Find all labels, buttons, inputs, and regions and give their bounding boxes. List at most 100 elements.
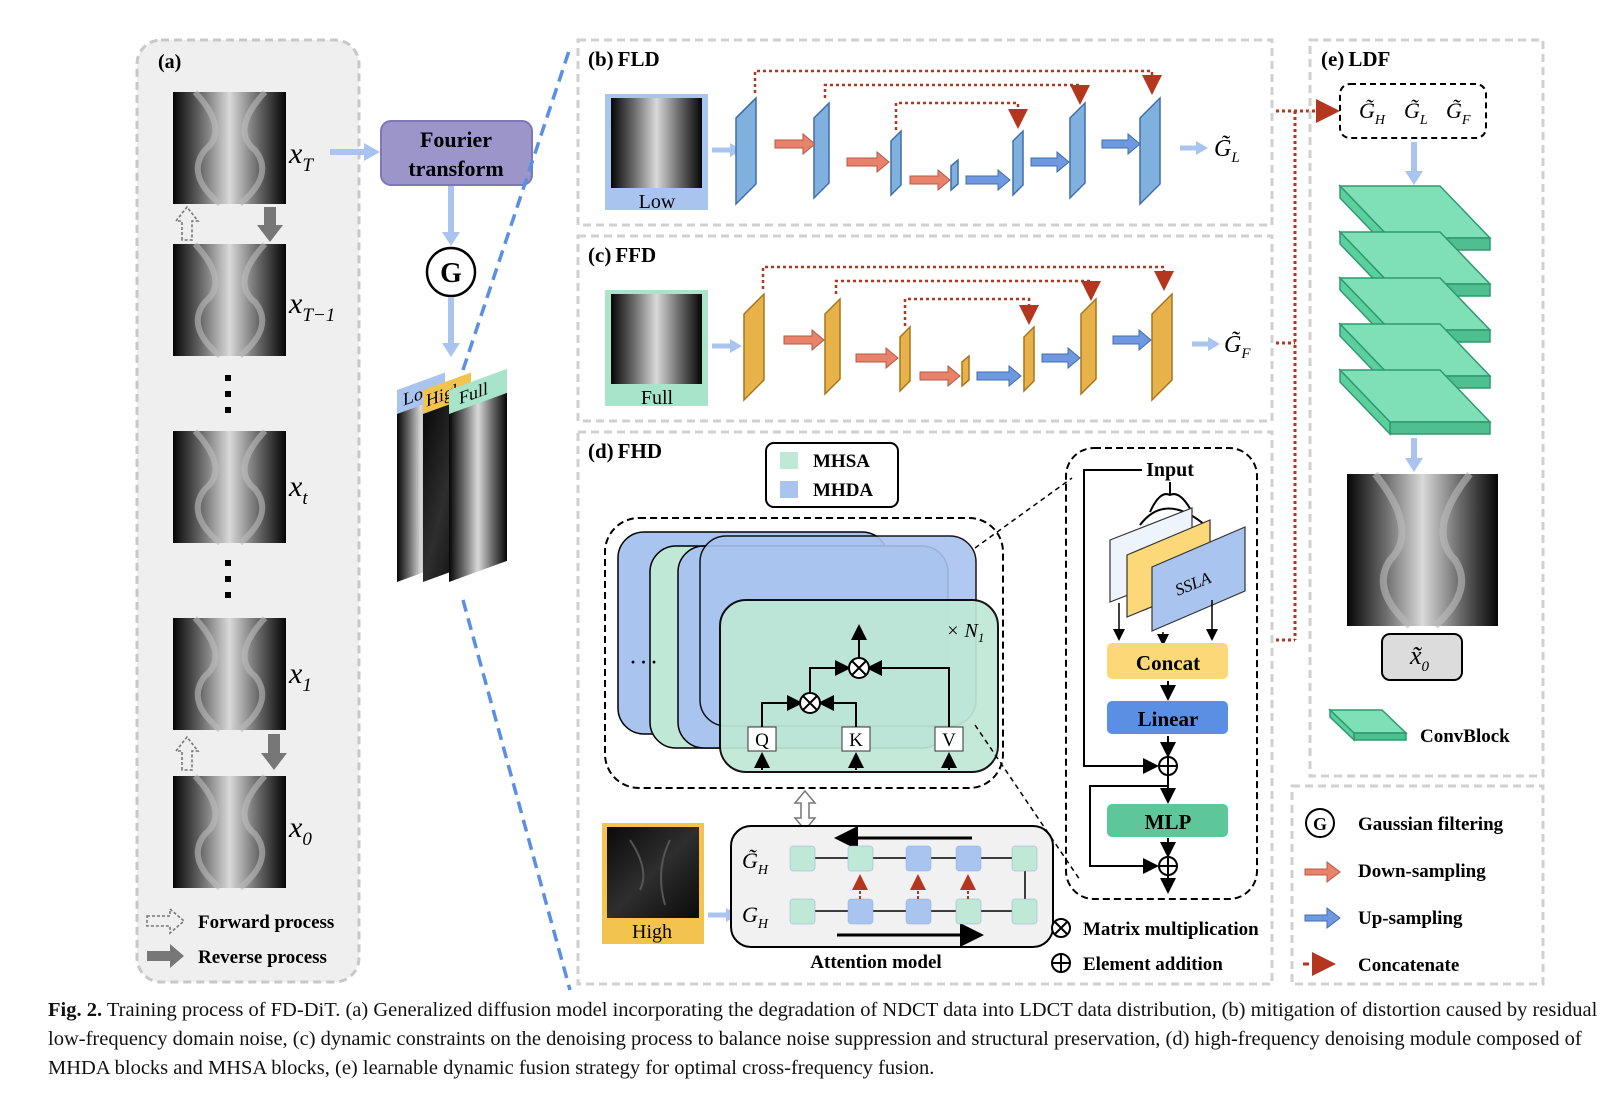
panel-d-label: (d)FHD [588, 439, 662, 463]
svg-text:G̃H: G̃H [1359, 98, 1386, 128]
fld-output-label: G̃L [1214, 135, 1240, 166]
ldf-input-box: G̃H G̃L G̃F [1339, 83, 1487, 139]
concatenate-legend-label: Concatenate [1358, 955, 1459, 976]
attention-model-label: Attention model [810, 952, 941, 973]
fld-encoder-decoder-layers [735, 96, 1161, 206]
fourier-label-line2: transform [408, 156, 503, 181]
bidirectional-arrow [793, 789, 817, 832]
gaussian-legend-icon: G [1305, 808, 1335, 838]
panel-e-label: (e)LDF [1321, 47, 1390, 71]
reverse-process-legend-label: Reverse process [198, 947, 327, 968]
zoom-line-top [461, 47, 572, 371]
reverse-arrow-lower [261, 734, 287, 770]
high-input-label: High [632, 921, 672, 943]
matmul-symbol-outer [848, 657, 870, 679]
caption-lead: Fig. 2. [48, 999, 103, 1021]
ct-image-xT [173, 89, 286, 207]
label-x0: x0 [288, 811, 312, 850]
ffd-input-image: Full [605, 290, 708, 409]
down-sampling-legend-label: Down-sampling [1358, 861, 1486, 882]
svg-text:G: G [1313, 814, 1327, 834]
mlp-box-label: MLP [1145, 810, 1192, 834]
high-frequency-input-image: High [602, 823, 704, 944]
linear-box-label: Linear [1138, 707, 1199, 731]
ffd-up-arrows [976, 328, 1152, 388]
label-xT-1: xT−1 [288, 287, 335, 326]
forward-process-legend-icon [146, 907, 186, 935]
up-sampling-legend-icon [1304, 906, 1341, 930]
up-sampling-legend-label: Up-sampling [1358, 908, 1463, 929]
svg-text:V: V [942, 730, 956, 751]
symbol-legend: G Gaussian filtering Down-sampling Up-sa… [1290, 784, 1545, 986]
v-box: V [934, 726, 964, 752]
legend-mhsa-label: MHSA [813, 451, 870, 472]
block-input-label: Input [1146, 459, 1194, 481]
panel-e-ldf: (e)LDF G̃H G̃L G̃F [1308, 38, 1545, 778]
svg-text:G: G [440, 258, 462, 289]
ffd-output-label: G̃F [1224, 331, 1251, 362]
panel-a: (a) xT xT−1 xt x1 [135, 38, 361, 984]
ldf-output-image [1347, 471, 1498, 629]
gh-tilde-label: G̃H [742, 848, 769, 878]
ellipsis-dots-lower [225, 560, 231, 598]
q-box: Q [747, 726, 777, 752]
add-legend: Element addition [1051, 953, 1223, 975]
reverse-process-legend-icon [147, 944, 184, 968]
fld-input-image: Low [605, 94, 708, 213]
panel-c-ffd: (c)FFD Full [576, 234, 1274, 423]
frequency-bands-stack: Low High Full [397, 368, 507, 582]
fld-down-arrows [774, 132, 951, 192]
zoom-line-bottom [461, 599, 572, 991]
fusion-connections [1276, 99, 1340, 642]
fhd-block-legend: MHSA MHDA [765, 442, 899, 508]
convblock-legend: ConvBlock [1328, 708, 1510, 747]
svg-text:K: K [849, 730, 863, 751]
ct-image-x0 [173, 773, 286, 891]
figure-caption: Fig. 2. Training process of FD-DiT. (a) … [48, 996, 1603, 1083]
transformer-block-detail: Input SSLA Concat Linear [1065, 447, 1258, 900]
fld-up-arrows [965, 132, 1141, 192]
forward-process-legend-label: Forward process [198, 912, 334, 933]
ffd-down-arrows [783, 328, 961, 388]
caption-text: Training process of FD-DiT. (a) Generali… [48, 999, 1598, 1079]
add-legend-label: Element addition [1083, 954, 1223, 975]
reverse-arrow-upper [257, 207, 283, 242]
panel-a-label: (a) [158, 51, 181, 73]
ffd-encoder-decoder-layers [743, 292, 1173, 402]
fourier-label-line1: Fourier [420, 127, 492, 152]
panel-d-fhd: (d)FHD MHSA MHDA · · · × N1 Q [576, 430, 1274, 986]
forward-arrow-upper [174, 205, 200, 241]
ct-image-xT-1 [173, 241, 286, 359]
concat-box-label: Concat [1136, 651, 1200, 675]
matmul-legend-label: Matrix multiplication [1083, 919, 1259, 940]
svg-text:G̃L: G̃L [1404, 98, 1428, 128]
svg-text:G̃F: G̃F [1446, 98, 1471, 128]
matmul-legend: Matrix multiplication [1051, 918, 1259, 940]
fourier-transform-box: Fourier transform [380, 120, 533, 186]
ct-image-x1 [173, 615, 286, 733]
convblock-legend-label: ConvBlock [1420, 726, 1510, 747]
forward-arrow-lower [174, 735, 200, 771]
fld-skip-connections [753, 69, 1162, 130]
label-x1: x1 [288, 657, 312, 696]
svg-text:· · ·: · · · [630, 652, 657, 672]
stack-multiplier-label: × N1 [946, 620, 984, 645]
panel-c-label: (c)FFD [588, 243, 656, 267]
label-xt: xt [288, 470, 308, 509]
ct-image-xt [173, 428, 286, 546]
ffd-skip-connections [761, 265, 1174, 326]
ellipsis-dots-upper [225, 375, 231, 413]
ldf-output-label-box: x̃0 [1381, 633, 1463, 681]
k-box: K [841, 726, 871, 752]
convblock-stack [1338, 184, 1492, 436]
legend-mhda-label: MHDA [813, 480, 873, 501]
gh-label: GH [742, 902, 769, 932]
label-xT: xT [288, 137, 314, 176]
matmul-symbol-inner [799, 692, 821, 714]
fld-input-label: Low [639, 191, 676, 213]
panel-b-fld: (b)FLD Low [576, 38, 1274, 227]
ffd-input-label: Full [641, 387, 674, 409]
svg-text:Q: Q [755, 730, 769, 751]
svg-text:x̃0: x̃0 [1409, 641, 1430, 675]
